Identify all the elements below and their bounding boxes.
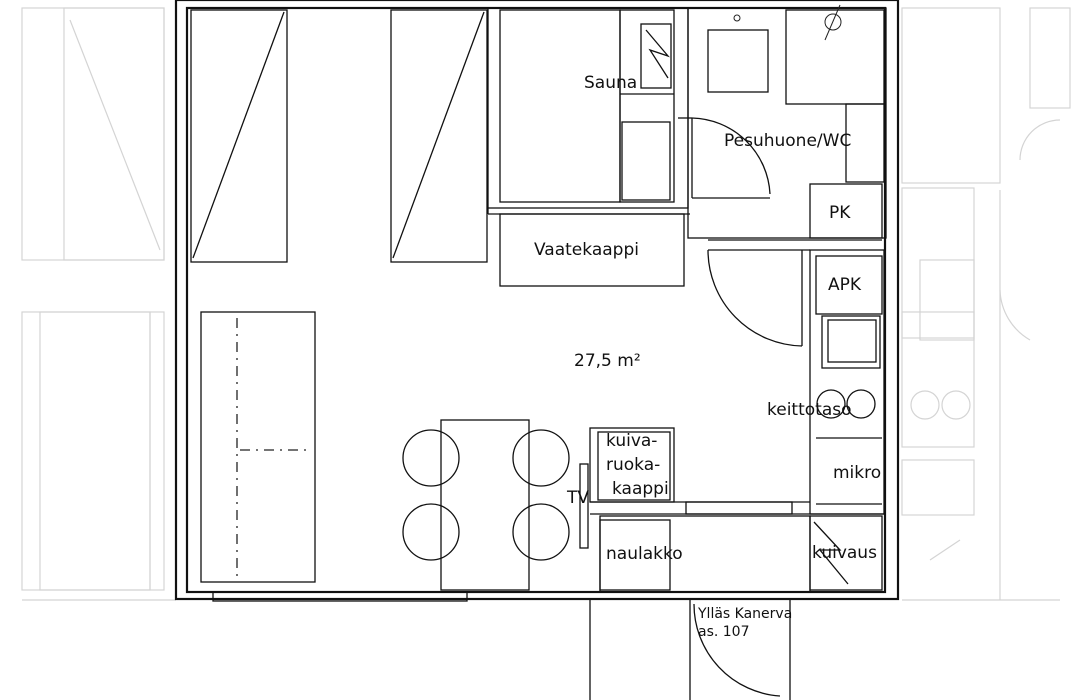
bathroom-room: Pesuhuone/WC bbox=[678, 4, 887, 239]
chair bbox=[512, 503, 570, 561]
caption-line1: Ylläs Kanerva bbox=[697, 606, 792, 622]
tv-label: TV bbox=[566, 488, 589, 508]
wardrobe-label: Vaatekaappi bbox=[534, 240, 639, 260]
sauna-label: Sauna bbox=[584, 73, 637, 93]
chair bbox=[402, 503, 460, 561]
storage-cabinet-middle bbox=[390, 9, 488, 263]
pantry: kuiva- ruoka- kaappi bbox=[589, 427, 675, 503]
neighbor-left-ghost bbox=[21, 7, 176, 601]
microwave-label: mikro bbox=[833, 463, 881, 483]
neighbor-right-ghost bbox=[901, 7, 1071, 601]
entrance-door bbox=[589, 600, 791, 700]
drying-cabinet: kuivaus bbox=[809, 515, 883, 591]
wardrobe: Vaatekaappi bbox=[499, 213, 685, 287]
pantry-label-line2: ruoka- bbox=[606, 455, 660, 475]
chair bbox=[402, 429, 460, 487]
tv: TV bbox=[566, 463, 589, 549]
outer-walls bbox=[174, 0, 900, 602]
pantry-label-line1: kuiva- bbox=[606, 431, 657, 451]
bed bbox=[200, 311, 316, 583]
coat-rack-label: naulakko bbox=[606, 544, 683, 564]
pk-closet: PK bbox=[809, 183, 883, 239]
apk-label: APK bbox=[828, 275, 862, 295]
bathroom-label: Pesuhuone/WC bbox=[724, 131, 851, 151]
area-label: 27,5 m² bbox=[574, 351, 641, 371]
coat-rack-cabinet: naulakko bbox=[590, 501, 884, 593]
pantry-label-line3: kaappi bbox=[612, 479, 669, 499]
caption-line2: as. 107 bbox=[698, 624, 750, 640]
counter-label: keittotaso bbox=[767, 400, 852, 420]
apartment-caption: Ylläs Kanerva as. 107 bbox=[697, 606, 792, 640]
corridor-walls bbox=[487, 208, 882, 347]
kitchen-column: APK keittotaso mikro bbox=[767, 249, 885, 515]
chair bbox=[512, 429, 570, 487]
drying-label: kuivaus bbox=[812, 543, 877, 563]
dining-table bbox=[402, 419, 570, 591]
pk-label: PK bbox=[829, 203, 851, 223]
sauna-room: Sauna bbox=[487, 7, 689, 209]
storage-cabinet-left bbox=[190, 9, 288, 263]
